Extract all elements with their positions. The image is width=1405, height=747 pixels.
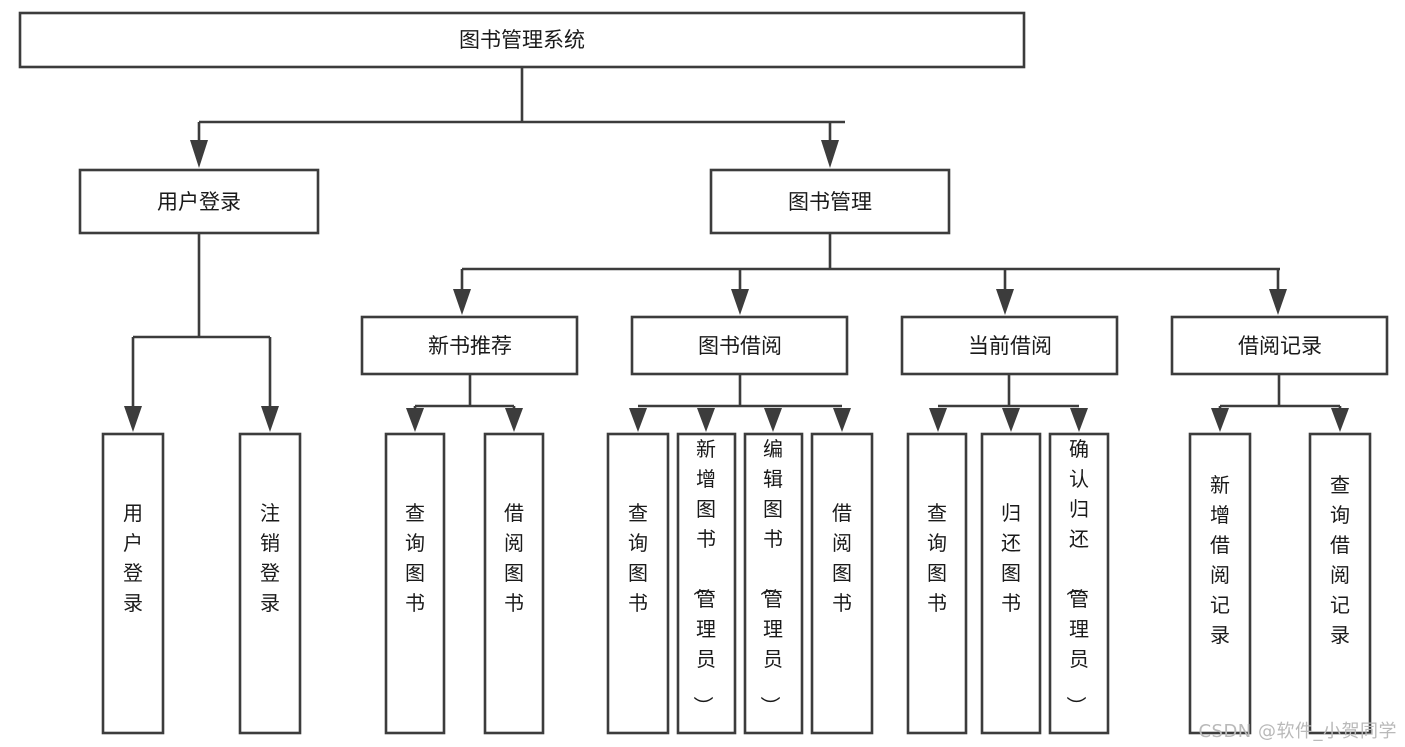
node-leaf-borrow-borrow-book[interactable]: 借阅图书 (810, 432, 874, 735)
node-book-borrow[interactable]: 图书借阅 (630, 315, 849, 376)
node-leaf-cur-return-book-box[interactable] (980, 432, 1042, 735)
node-leaf-rec-borrow-book-box[interactable] (483, 432, 545, 735)
arrow-icon-currentborrow-2 (1002, 408, 1020, 432)
arrow-icon-level3-3 (996, 289, 1014, 315)
node-leaf-user-login[interactable]: 用户登录 (101, 432, 165, 735)
node-new-book-recommend-label: 新书推荐 (428, 334, 512, 358)
arrow-icon-userlogin-2 (261, 406, 279, 432)
node-leaf-rec-borrow-book-label: 借阅图书 (504, 501, 524, 615)
node-book-manage-box[interactable] (709, 168, 951, 235)
node-user-login[interactable]: 用户登录 (78, 168, 320, 235)
node-leaf-rec-add-record-box[interactable] (1188, 432, 1252, 735)
node-leaf-cur-query-book-box[interactable] (906, 432, 968, 735)
connector-newbookrec-to-leaves (406, 374, 523, 432)
node-leaf-cur-confirm-return-box[interactable] (1048, 432, 1110, 735)
arrow-icon-borrowrecord-1 (1211, 408, 1229, 432)
arrow-icon-level3-2 (731, 289, 749, 315)
node-current-borrow[interactable]: 当前借阅 (900, 315, 1119, 376)
arrow-icon-newbookrec-1 (406, 408, 424, 432)
node-leaf-cur-confirm-return-label: 确认归还（管理员） (1064, 437, 1089, 716)
node-leaf-borrow-borrow-book-box[interactable] (810, 432, 874, 735)
connector-bookborrow-to-leaves (629, 374, 851, 432)
node-leaf-borrow-query-book-box[interactable] (606, 432, 670, 735)
arrow-icon-level3-4 (1269, 289, 1287, 315)
connector-currentborrow-to-leaves (929, 374, 1088, 432)
node-new-book-recommend-box[interactable] (360, 315, 579, 376)
node-leaf-user-logout[interactable]: 注销登录 (238, 432, 302, 735)
arrow-icon-bookborrow-3 (764, 408, 782, 432)
node-leaf-borrow-add-book[interactable]: 新增图书（管理员） (676, 432, 737, 735)
node-book-borrow-label: 图书借阅 (698, 334, 782, 358)
node-leaf-user-login-box[interactable] (101, 432, 165, 735)
node-leaf-borrow-add-book-label: 新增图书（管理员） (691, 437, 716, 716)
arrow-icon-bookborrow-4 (833, 408, 851, 432)
node-leaf-cur-confirm-return[interactable]: 确认归还（管理员） (1048, 432, 1110, 735)
csdn-watermark: CSDN @软件_小贺同学 (1198, 721, 1397, 742)
arrow-icon-borrowrecord-2 (1331, 408, 1349, 432)
node-leaf-user-logout-label: 注销登录 (260, 501, 280, 615)
node-leaf-cur-return-book-label: 归还图书 (1001, 501, 1021, 615)
node-borrow-record[interactable]: 借阅记录 (1170, 315, 1389, 376)
node-leaf-cur-return-book[interactable]: 归还图书 (980, 432, 1042, 735)
arrow-icon-level3-1 (453, 289, 471, 315)
node-user-login-label: 用户登录 (157, 190, 241, 214)
node-leaf-rec-borrow-book[interactable]: 借阅图书 (483, 432, 545, 735)
node-book-borrow-box[interactable] (630, 315, 849, 376)
arrow-icon-bookborrow-1 (629, 408, 647, 432)
node-root-box[interactable] (18, 11, 1026, 69)
node-leaf-rec-query-record-label: 查询借阅记录 (1330, 473, 1350, 647)
arrow-icon-bookborrow-2 (697, 408, 715, 432)
node-leaf-borrow-edit-book-box[interactable] (743, 432, 804, 735)
node-leaf-user-logout-box[interactable] (238, 432, 302, 735)
node-leaf-borrow-borrow-book-label: 借阅图书 (832, 501, 852, 615)
node-leaf-rec-query-record-box[interactable] (1308, 432, 1372, 735)
node-leaf-rec-query-record[interactable]: 查询借阅记录 (1308, 432, 1372, 735)
node-borrow-record-label: 借阅记录 (1238, 334, 1322, 358)
arrow-icon-currentborrow-3 (1070, 408, 1088, 432)
node-new-book-recommend[interactable]: 新书推荐 (360, 315, 579, 376)
arrow-icon-userlogin-1 (124, 406, 142, 432)
arrow-icon-currentborrow-1 (929, 408, 947, 432)
node-root-label: 图书管理系统 (459, 28, 585, 52)
connector-bookmanage-to-level3 (453, 233, 1287, 315)
node-leaf-rec-add-record[interactable]: 新增借阅记录 (1188, 432, 1252, 735)
node-leaf-rec-query-book[interactable]: 查询图书 (384, 432, 446, 735)
arrow-icon-newbookrec-2 (505, 408, 523, 432)
connector-root-to-level2 (190, 67, 845, 168)
arrow-icon-root-1 (190, 140, 208, 168)
connector-borrowrecord-to-leaves (1211, 374, 1349, 432)
node-borrow-record-box[interactable] (1170, 315, 1389, 376)
node-root[interactable]: 图书管理系统 (18, 11, 1026, 69)
node-leaf-cur-query-book-label: 查询图书 (927, 501, 947, 615)
node-current-borrow-box[interactable] (900, 315, 1119, 376)
node-leaf-borrow-edit-book-label: 编辑图书（管理员） (758, 437, 783, 716)
node-book-manage-label: 图书管理 (788, 190, 872, 214)
node-leaf-rec-query-book-box[interactable] (384, 432, 446, 735)
node-leaf-borrow-query-book[interactable]: 查询图书 (606, 432, 670, 735)
node-leaf-borrow-edit-book[interactable]: 编辑图书（管理员） (743, 432, 804, 735)
node-current-borrow-label: 当前借阅 (968, 334, 1052, 358)
node-leaf-borrow-add-book-box[interactable] (676, 432, 737, 735)
node-user-login-box[interactable] (78, 168, 320, 235)
node-leaf-rec-add-record-label: 新增借阅记录 (1210, 473, 1230, 647)
node-leaf-cur-query-book[interactable]: 查询图书 (906, 432, 968, 735)
node-leaf-borrow-query-book-label: 查询图书 (628, 501, 648, 615)
connector-userlogin-to-leaves (124, 233, 279, 432)
node-book-manage[interactable]: 图书管理 (709, 168, 951, 235)
node-leaf-rec-query-book-label: 查询图书 (405, 501, 425, 615)
arrow-icon-root-2 (821, 140, 839, 168)
node-leaf-user-login-label: 用户登录 (123, 501, 143, 615)
